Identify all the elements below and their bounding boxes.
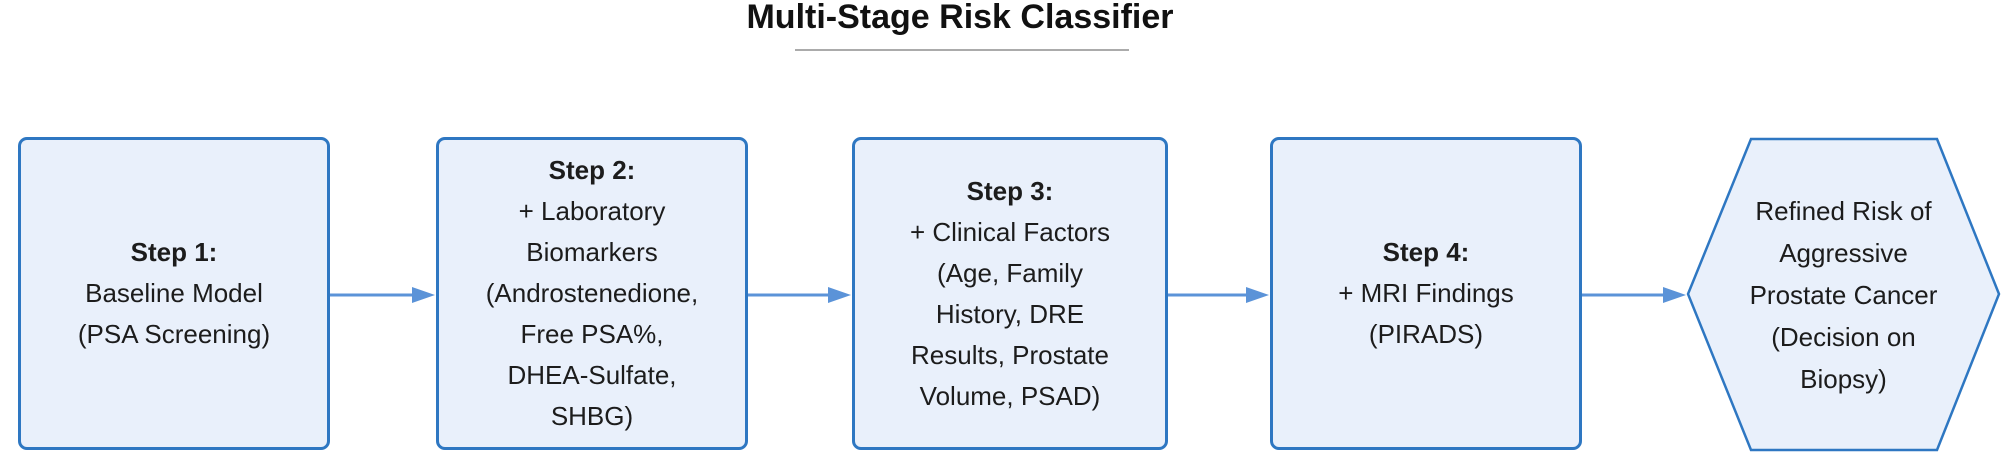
connector-arrow-4 (1582, 287, 1686, 303)
title-underline (795, 49, 1129, 51)
node-step-4-heading: Step 4: (1382, 237, 1470, 267)
node-output-hexagon: Refined Risk of Aggressive Prostate Canc… (1686, 137, 2001, 452)
node-step-4-body: + MRI Findings (PIRADS) (1338, 278, 1514, 349)
node-step-1-heading: Step 1: (130, 237, 218, 267)
connector-arrow-2 (748, 287, 851, 303)
hexagon-shape (1686, 137, 2001, 452)
node-step-4: Step 4: + MRI Findings (PIRADS) (1270, 137, 1582, 450)
node-step-3-body: + Clinical Factors (Age, Family History,… (909, 216, 1111, 411)
node-step-3: Step 3: + Clinical Factors (Age, Family … (852, 137, 1168, 450)
node-step-1-body: Baseline Model (PSA Screening) (77, 278, 271, 349)
connector-arrow-1 (330, 287, 435, 303)
node-step-2-body: + Laboratory Biomarkers (Androstenedione… (485, 196, 699, 431)
diagram-title: Multi-Stage Risk Classifier (746, 0, 1174, 36)
node-output-body: Refined Risk of Aggressive Prostate Canc… (1749, 195, 1938, 394)
node-step-3-heading: Step 3: (966, 175, 1054, 206)
node-step-1: Step 1: Baseline Model (PSA Screening) (18, 137, 330, 450)
connector-arrow-3 (1168, 287, 1269, 303)
node-step-2-heading: Step 2: (548, 155, 636, 185)
node-step-2: Step 2: + Laboratory Biomarkers (Androst… (436, 137, 748, 450)
